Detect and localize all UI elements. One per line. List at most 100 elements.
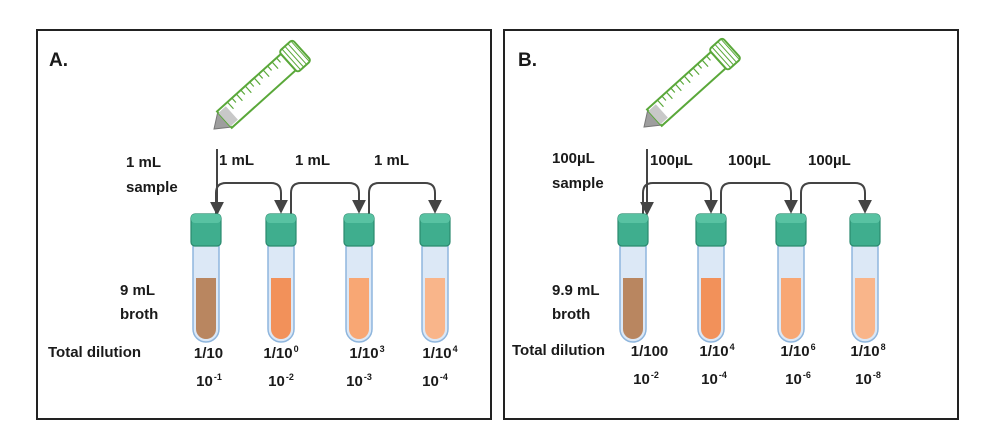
total-dilution-label: Total dilution	[48, 344, 142, 361]
dilution-sci: 10-2	[633, 370, 659, 388]
panel-letter: B.	[518, 50, 537, 71]
pipette-tick	[253, 77, 261, 86]
transfer-volume: 1 mL	[295, 152, 331, 169]
dilution-ratio: 1/100	[630, 343, 669, 360]
dilution-ratio: 1/104	[422, 344, 458, 362]
pipette-tick	[661, 95, 667, 101]
dilution-ratio: 1/104	[699, 342, 735, 360]
pipette-tick	[249, 81, 255, 87]
tube-cap-top	[266, 214, 296, 223]
dilution-sci: 10-8	[855, 370, 881, 388]
test-tube	[419, 213, 451, 343]
pipette-tick	[227, 101, 234, 110]
pipette-cap	[709, 37, 741, 71]
tube-row	[190, 213, 451, 343]
pipette-body	[213, 39, 311, 130]
tube-cap-top	[776, 214, 806, 223]
tube-cap-top	[191, 214, 221, 223]
diagram-b	[617, 37, 881, 343]
transfer-arrows	[640, 149, 872, 217]
pipette-body	[643, 37, 741, 128]
pipette-tick	[231, 97, 237, 103]
pipette-tick	[706, 55, 711, 61]
pipette-tick	[665, 91, 673, 100]
tube-broth	[781, 278, 801, 339]
pipette-cap-ridge	[284, 45, 304, 68]
transfer-arrow	[290, 182, 366, 217]
pipette-tick	[235, 93, 243, 102]
pipette-liquid	[218, 106, 238, 127]
pipette-cap	[279, 39, 311, 73]
transfer-arrow	[642, 182, 718, 217]
pipette-tick	[267, 65, 273, 71]
test-tube	[265, 213, 297, 343]
sample-volume: 1 mL	[126, 154, 162, 171]
dilution-ratio: 1/103	[349, 344, 385, 362]
pipette-tick	[258, 73, 264, 79]
pipette-tick	[276, 57, 281, 63]
dilution-ratio: 1/100	[263, 344, 299, 362]
total-dilution-label: Total dilution	[512, 342, 606, 359]
pipette-tick	[674, 83, 682, 92]
pipette-cap-ridge	[290, 40, 310, 63]
transfer-arrows	[210, 149, 442, 217]
transfer-arrow	[720, 182, 798, 217]
tube-cap-top	[850, 214, 880, 223]
tube-cap-top	[696, 214, 726, 223]
pipette-tick	[670, 87, 676, 93]
panel-b: B. 100µL sample 100µL 100µL 100µL 9.9 mL…	[503, 29, 959, 420]
dilution-sci: 10-2	[268, 372, 294, 390]
transfer-arrow	[800, 182, 872, 217]
tube-cap-top	[344, 214, 374, 223]
pipette-cap-ridge	[717, 41, 737, 63]
pipette-tick	[679, 79, 685, 85]
dilution-ratio: 1/106	[780, 342, 816, 360]
broth-label: broth	[120, 306, 159, 323]
pipette-cap-ridge	[720, 38, 740, 61]
dilution-sci: 10-3	[346, 372, 372, 390]
tube-broth	[425, 278, 445, 339]
panel-letter: A.	[49, 50, 68, 71]
tube-broth	[855, 278, 875, 339]
pipette-icon	[643, 37, 741, 128]
broth-label: broth	[552, 306, 591, 323]
pipette-cap-ridge	[287, 43, 307, 65]
pipette-liquid	[648, 104, 668, 125]
test-tube	[190, 213, 222, 343]
pipette-icon	[213, 39, 311, 130]
test-tube	[617, 213, 649, 343]
pipette-tick	[240, 89, 246, 95]
transfer-volume: 100µL	[808, 152, 851, 169]
dilution-sci: 10-4	[422, 372, 448, 390]
pipette-tick	[692, 67, 700, 76]
test-tube	[343, 213, 375, 343]
tube-broth	[271, 278, 291, 339]
pipette-cap-ridge	[711, 46, 732, 69]
sample-label: sample	[126, 179, 178, 196]
pipette-cap-ridge	[714, 43, 734, 66]
diagram-a	[190, 39, 451, 343]
tube-cap-top	[618, 214, 648, 223]
transfer-volume: 100µL	[650, 152, 693, 169]
test-tube	[849, 213, 881, 343]
transfer-volume: 100µL	[728, 152, 771, 169]
pipette-tick	[683, 75, 691, 84]
tube-broth	[701, 278, 721, 339]
pipette-tick	[701, 59, 709, 68]
pipette-tick	[244, 85, 252, 94]
dilution-sci: 10-4	[701, 370, 727, 388]
tube-broth	[349, 278, 369, 339]
tube-cap-top	[420, 214, 450, 223]
broth-volume: 9 mL	[120, 282, 156, 299]
test-tube	[775, 213, 807, 343]
pipette-tick	[262, 69, 270, 78]
tube-broth	[623, 278, 643, 339]
dilution-ratio: 1/10	[193, 345, 224, 362]
tube-broth	[196, 278, 216, 339]
transfer-volume: 1 mL	[374, 152, 410, 169]
panel-a: A. 1 mL sample 1 mL 1 mL 1 mL 9 mL broth…	[36, 29, 492, 420]
broth-volume: 9.9 mL	[552, 282, 600, 299]
pipette-tick	[688, 71, 694, 77]
dilution-sci: 10-6	[785, 370, 811, 388]
tube-row	[617, 213, 881, 343]
